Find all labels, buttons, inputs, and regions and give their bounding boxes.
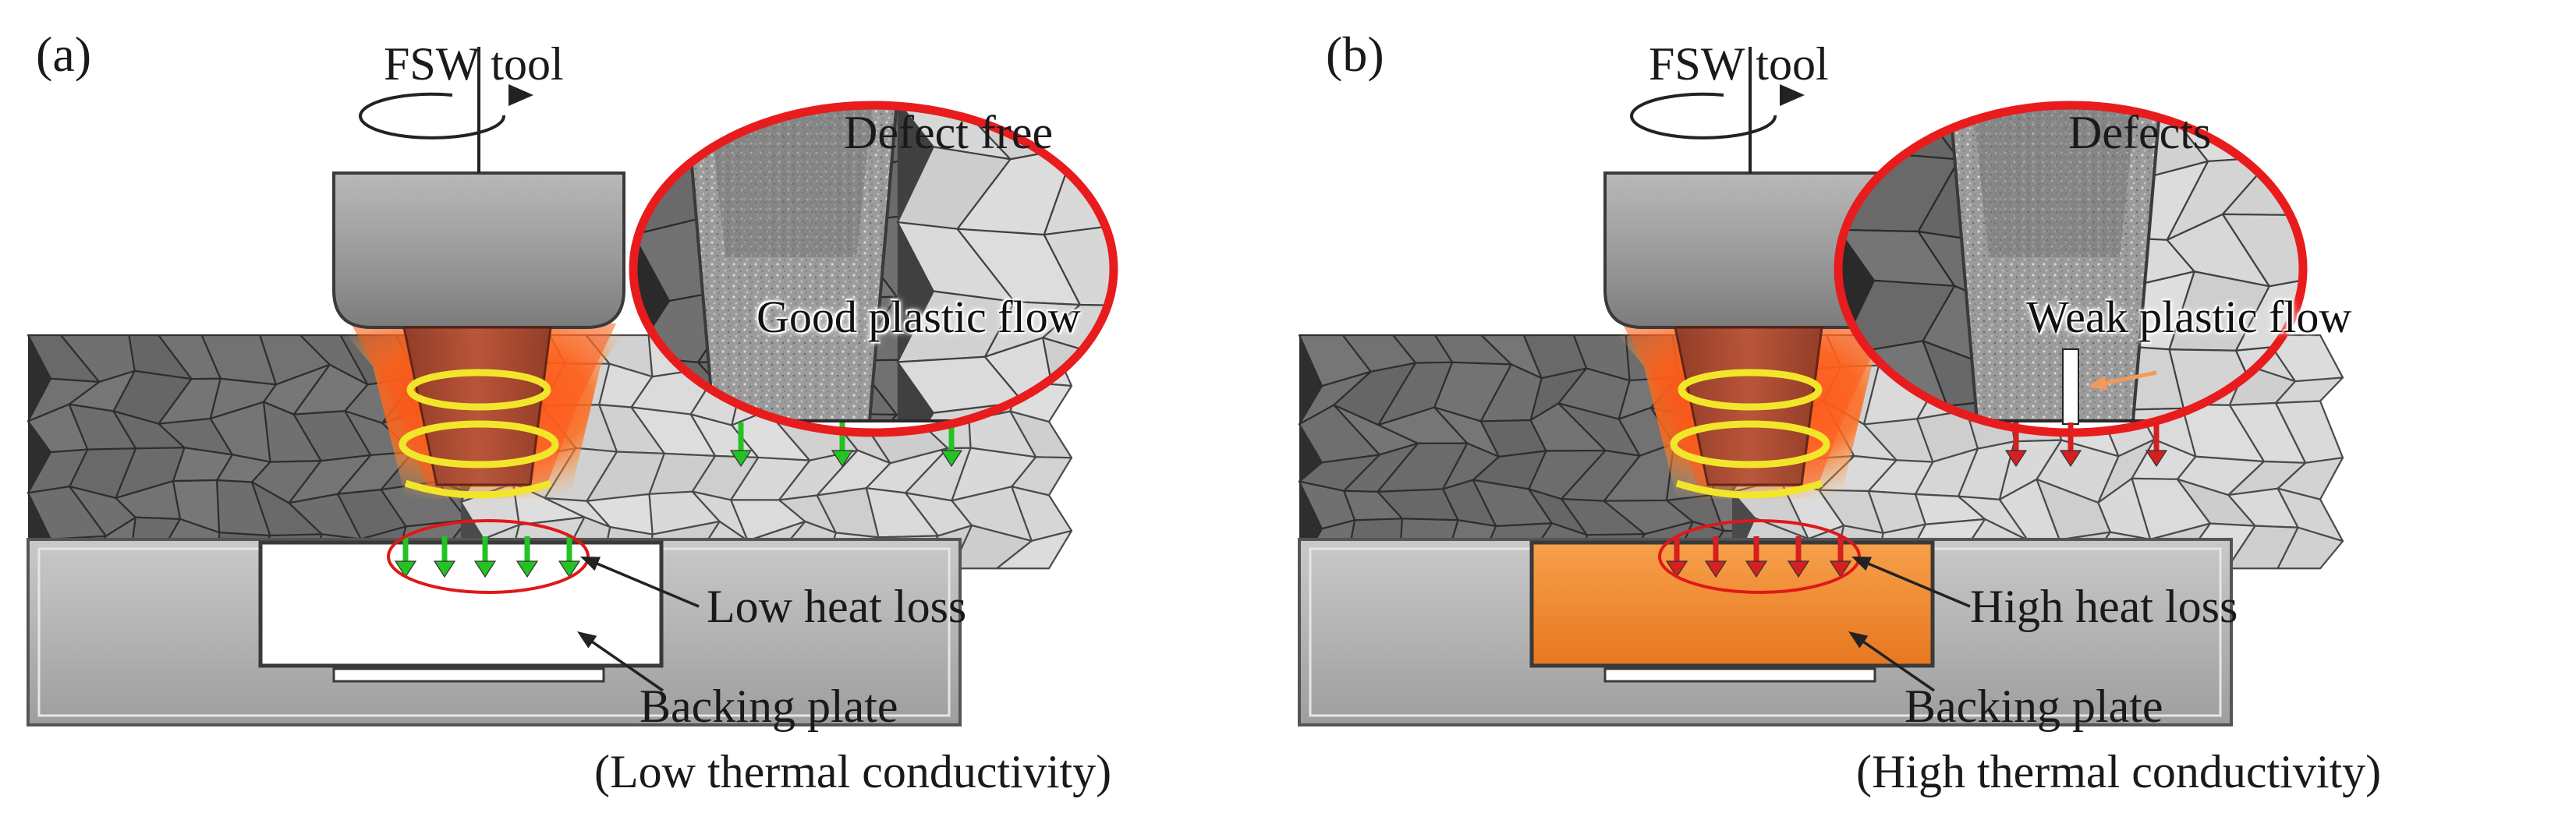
heat-label-pointer: [1851, 557, 1971, 608]
panel-a-tag: (a): [36, 27, 92, 82]
panel-b-heat-label: High heat loss: [1970, 581, 2238, 632]
magnifier-outline: [629, 101, 1118, 437]
heat-loss-arrow-1: [394, 536, 417, 578]
stir-ring-2: [1670, 420, 1830, 468]
panel-a: [27, 47, 1118, 726]
panel-b-result-label: Defects: [2068, 107, 2212, 158]
rotation-arrow: [1630, 92, 1777, 140]
panel-a-tool-label: FSW tool: [384, 38, 564, 90]
panel-a-result-label: Defect free: [844, 107, 1054, 158]
stir-ring-1: [1678, 369, 1823, 411]
panel-b-tag: (b): [1326, 27, 1384, 82]
heat-loss-arrow-1: [1665, 536, 1688, 578]
defect-pointer: [2088, 370, 2157, 391]
panel-b-tool-label: FSW tool: [1649, 38, 1829, 90]
panel-a-heat-label: Low heat loss: [707, 581, 967, 632]
heat-loss-arrow-3: [473, 536, 497, 578]
panel-a-flow-label: Good plastic flow: [757, 292, 1081, 342]
stir-ring-bottom: [404, 479, 552, 499]
tool-shoulder: [332, 171, 625, 329]
magnifier-arrow-3: [2145, 422, 2168, 468]
rotation-arrow: [359, 92, 506, 140]
magnifier-outline: [1834, 101, 2308, 437]
rotation-arrowhead: [1780, 84, 1805, 106]
heat-loss-arrow-5: [558, 536, 581, 578]
rotation-arrowhead: [508, 84, 533, 106]
stir-ring-bottom: [1675, 479, 1823, 499]
panel-b: [1298, 47, 2344, 726]
panel-b-conductivity-label: (High thermal conductivity): [1856, 746, 2382, 797]
plate-label-pointer: [577, 631, 664, 692]
stir-zone-core: [710, 109, 872, 257]
backing-plate-slot: [1603, 667, 1876, 683]
defect-gap: [2062, 348, 2079, 425]
stir-zone-core: [1973, 109, 2135, 257]
magnifier-arrow-2: [2059, 422, 2082, 468]
heat-loss-arrow-2: [433, 536, 456, 578]
heat-loss-arrow-4: [516, 536, 539, 578]
panel-b-flow-label: Weak plastic flow: [2026, 292, 2352, 342]
panel-a-conductivity-label: (Low thermal conductivity): [594, 746, 1112, 797]
panel-a-plate-label: Backing plate: [640, 680, 898, 732]
heat-label-pointer: [580, 557, 700, 608]
plate-label-pointer: [1848, 631, 1935, 692]
panel-b-plate-label: Backing plate: [1905, 680, 2163, 732]
stir-ring-1: [406, 369, 551, 411]
heat-loss-arrow-2: [1704, 536, 1727, 578]
heat-loss-arrow-4: [1787, 536, 1810, 578]
heat-loss-highlight: [1658, 519, 1861, 594]
heat-loss-arrow-3: [1745, 536, 1768, 578]
stir-ring-2: [399, 420, 559, 468]
magnifier-arrow-1: [729, 422, 753, 468]
heat-loss-arrow-5: [1829, 536, 1852, 578]
backing-plate-slot: [332, 667, 605, 683]
heat-loss-highlight: [387, 519, 590, 594]
